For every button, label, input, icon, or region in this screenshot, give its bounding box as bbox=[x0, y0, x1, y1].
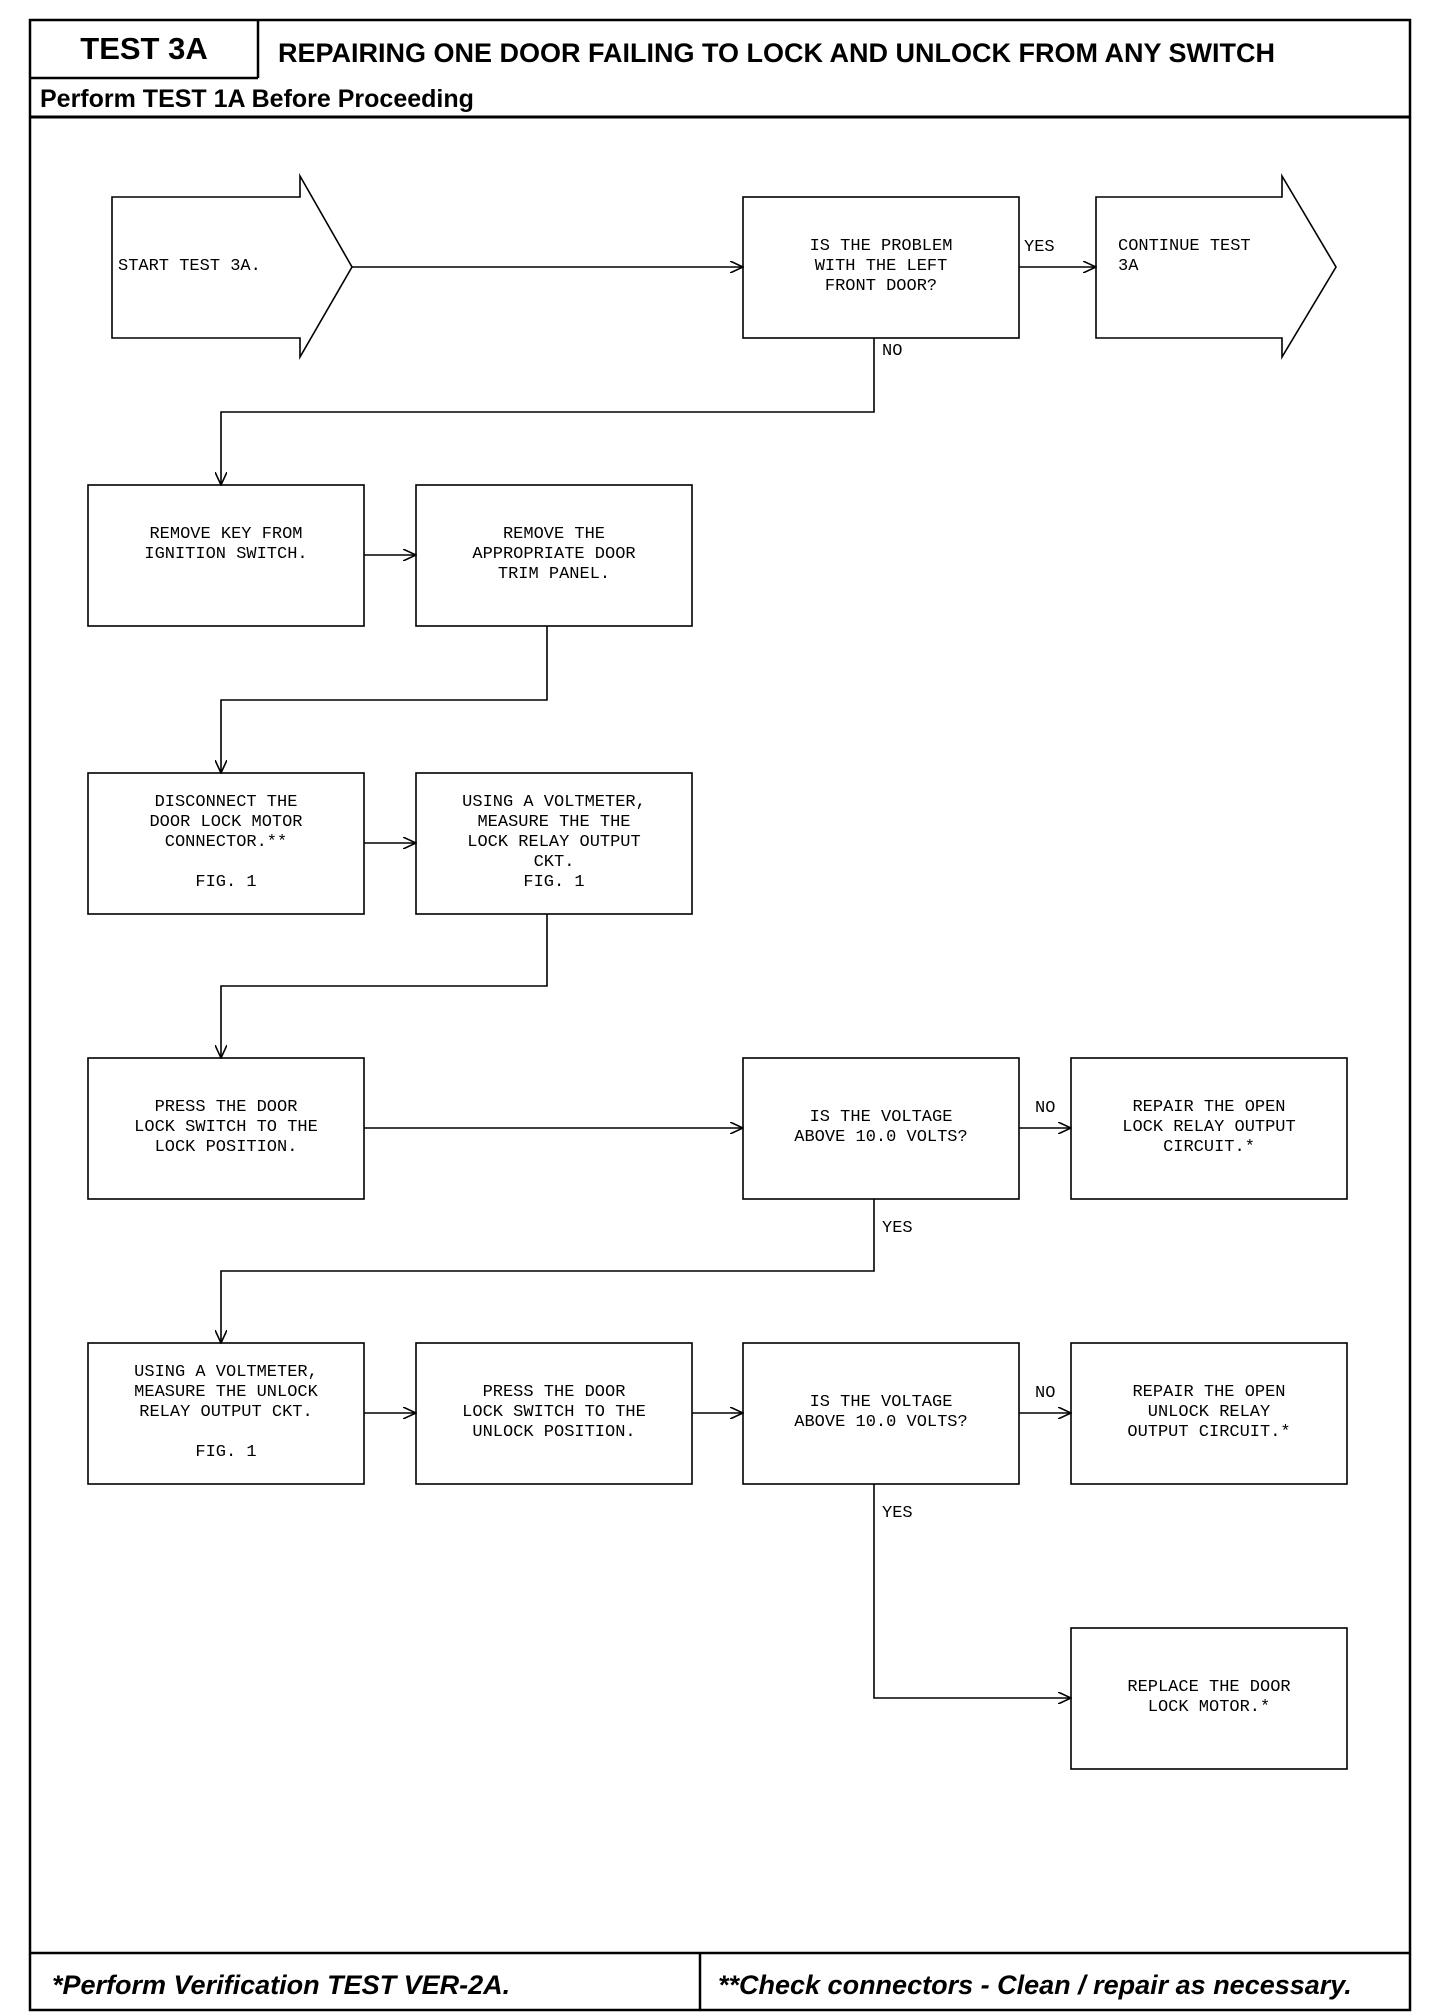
press-lock-line: LOCK SWITCH TO THE bbox=[134, 1118, 318, 1137]
q-voltage-2-line: IS THE VOLTAGE bbox=[809, 1393, 953, 1412]
disconnect-line bbox=[88, 853, 364, 873]
continue-line: CONTINUE TEST bbox=[1118, 237, 1251, 256]
branch-label-yes: YES bbox=[882, 1504, 913, 1523]
replace-motor-line: LOCK MOTOR.* bbox=[1147, 1698, 1271, 1717]
disconnect-line: CONNECTOR.** bbox=[164, 833, 288, 852]
branch-label-yes: YES bbox=[882, 1219, 913, 1238]
footer-note-verification: *Perform Verification TEST VER-2A. bbox=[52, 1970, 511, 2000]
remove-trim-text: REMOVE THE APPROPRIATE DOOR TRIM PANEL. bbox=[416, 525, 692, 585]
press-lock-box bbox=[87, 1057, 365, 1200]
footer-note-connectors: **Check connectors - Clean / repair as n… bbox=[718, 1970, 1352, 2000]
remove-key-text: REMOVE KEY FROM IGNITION SWITCH. bbox=[88, 525, 364, 565]
repair-unlock-line: REPAIR THE OPEN bbox=[1132, 1383, 1286, 1402]
branch-label-no: NO bbox=[882, 342, 903, 361]
continue-line: 3A bbox=[1118, 257, 1139, 276]
measure-lock-line: CKT. bbox=[533, 853, 575, 872]
replace-motor-box bbox=[1070, 1627, 1348, 1770]
repair-unlock-line: OUTPUT CIRCUIT.* bbox=[1127, 1423, 1291, 1442]
measure-unlock-text: USING A VOLTMETER, MEASURE THE UNLOCK RE… bbox=[88, 1363, 364, 1463]
press-unlock-line: LOCK SWITCH TO THE bbox=[462, 1403, 646, 1422]
measure-unlock-line: USING A VOLTMETER, bbox=[134, 1363, 318, 1382]
q-voltage-1-line: ABOVE 10.0 VOLTS? bbox=[794, 1128, 968, 1147]
press-lock-text: PRESS THE DOOR LOCK SWITCH TO THE LOCK P… bbox=[88, 1098, 364, 1158]
remove-key-line: REMOVE KEY FROM bbox=[149, 525, 303, 544]
press-unlock-text: PRESS THE DOOR LOCK SWITCH TO THE UNLOCK… bbox=[416, 1383, 692, 1443]
continue-text: CONTINUE TEST 3A bbox=[1118, 237, 1288, 277]
branch-label-no: NO bbox=[1035, 1099, 1056, 1118]
conn-q2-yes bbox=[221, 1199, 875, 1343]
q-voltage-1-text: IS THE VOLTAGE ABOVE 10.0 VOLTS? bbox=[743, 1108, 1019, 1148]
start-line: START TEST 3A. bbox=[118, 257, 261, 276]
press-lock-line: PRESS THE DOOR bbox=[154, 1098, 298, 1117]
press-lock-line: LOCK POSITION. bbox=[154, 1138, 298, 1157]
measure-lock-box bbox=[415, 772, 693, 915]
repair-unlock-box bbox=[1070, 1342, 1348, 1485]
disconnect-fig: FIG. 1 bbox=[195, 873, 257, 892]
conn-q3-yes bbox=[873, 1484, 1071, 1698]
conn-measure-to-press bbox=[221, 914, 548, 1058]
q-left-front-box bbox=[742, 196, 1020, 339]
disconnect-text: DISCONNECT THE DOOR LOCK MOTOR CONNECTOR… bbox=[88, 793, 364, 893]
repair-unlock-line: UNLOCK RELAY bbox=[1147, 1403, 1271, 1422]
conn-q1-no bbox=[221, 338, 875, 485]
repair-lock-box bbox=[1070, 1057, 1348, 1200]
q-voltage-1-line: IS THE VOLTAGE bbox=[809, 1108, 953, 1127]
page-subtitle: Perform TEST 1A Before Proceeding bbox=[40, 85, 474, 113]
page-title: REPAIRING ONE DOOR FAILING TO LOCK AND U… bbox=[278, 38, 1275, 68]
remove-trim-line: APPROPRIATE DOOR bbox=[472, 545, 636, 564]
press-unlock-line: PRESS THE DOOR bbox=[482, 1383, 626, 1402]
press-unlock-box bbox=[415, 1342, 693, 1485]
disconnect-line: DOOR LOCK MOTOR bbox=[149, 813, 303, 832]
q-left-front-line: IS THE PROBLEM bbox=[809, 237, 953, 256]
test-label: TEST 3A bbox=[80, 31, 208, 66]
press-unlock-line: UNLOCK POSITION. bbox=[472, 1423, 636, 1442]
remove-trim-line: REMOVE THE bbox=[502, 525, 606, 544]
remove-key-line: IGNITION SWITCH. bbox=[144, 545, 308, 564]
measure-lock-line: USING A VOLTMETER, bbox=[462, 793, 646, 812]
repair-lock-line: CIRCUIT.* bbox=[1163, 1138, 1255, 1157]
q-left-front-text: IS THE PROBLEM WITH THE LEFT FRONT DOOR? bbox=[743, 237, 1019, 297]
q-left-front-line: FRONT DOOR? bbox=[824, 277, 938, 296]
measure-unlock-box bbox=[87, 1342, 365, 1485]
measure-lock-text: USING A VOLTMETER, MEASURE THE THE LOCK … bbox=[416, 793, 692, 893]
continue-arrow-shape bbox=[1095, 173, 1337, 360]
measure-unlock-line: RELAY OUTPUT CKT. bbox=[139, 1403, 313, 1422]
measure-lock-line: MEASURE THE THE bbox=[477, 813, 631, 832]
measure-unlock-line bbox=[88, 1423, 364, 1443]
replace-motor-line: REPLACE THE DOOR bbox=[1127, 1678, 1291, 1697]
conn-trim-to-disconnect bbox=[221, 626, 548, 773]
start-text: START TEST 3A. bbox=[118, 257, 298, 277]
disconnect-line: DISCONNECT THE bbox=[154, 793, 298, 812]
replace-motor-text: REPLACE THE DOOR LOCK MOTOR.* bbox=[1071, 1678, 1347, 1718]
branch-label-no: NO bbox=[1035, 1384, 1056, 1403]
remove-trim-line: TRIM PANEL. bbox=[497, 565, 611, 584]
q-voltage-2-line: ABOVE 10.0 VOLTS? bbox=[794, 1413, 968, 1432]
disconnect-box bbox=[87, 772, 365, 915]
page-frame bbox=[28, 18, 1412, 2012]
branch-label-yes: YES bbox=[1024, 238, 1055, 257]
repair-unlock-text: REPAIR THE OPEN UNLOCK RELAY OUTPUT CIRC… bbox=[1071, 1383, 1347, 1443]
start-arrow-shape bbox=[111, 172, 353, 360]
measure-lock-fig: FIG. 1 bbox=[523, 873, 585, 892]
measure-unlock-line: MEASURE THE UNLOCK bbox=[134, 1383, 318, 1402]
repair-lock-line: REPAIR THE OPEN bbox=[1132, 1098, 1286, 1117]
measure-unlock-fig: FIG. 1 bbox=[195, 1443, 257, 1462]
repair-lock-text: REPAIR THE OPEN LOCK RELAY OUTPUT CIRCUI… bbox=[1071, 1098, 1347, 1158]
remove-key-box bbox=[87, 484, 365, 627]
remove-trim-box bbox=[415, 484, 693, 627]
q-left-front-line: WITH THE LEFT bbox=[814, 257, 948, 276]
q-voltage-2-box bbox=[742, 1342, 1020, 1485]
measure-lock-line: LOCK RELAY OUTPUT bbox=[467, 833, 641, 852]
q-voltage-2-text: IS THE VOLTAGE ABOVE 10.0 VOLTS? bbox=[743, 1393, 1019, 1433]
repair-lock-line: LOCK RELAY OUTPUT bbox=[1122, 1118, 1296, 1137]
